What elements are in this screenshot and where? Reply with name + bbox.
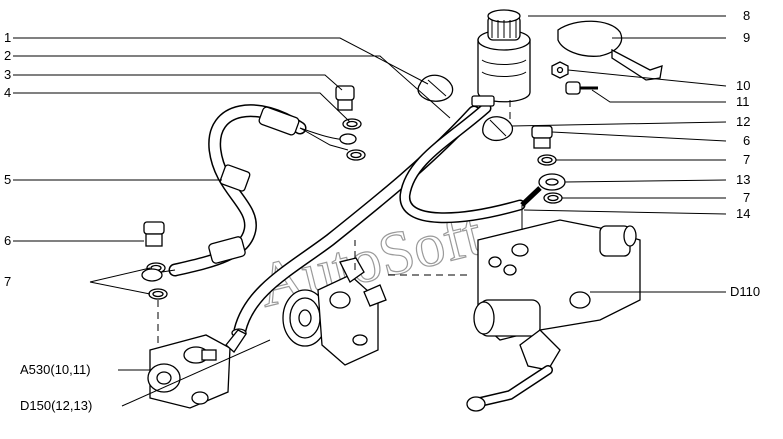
reservoir-bracket: [557, 20, 663, 81]
callout-10: 10: [736, 78, 750, 93]
hose-clamp-12: [482, 116, 514, 142]
callout-7-right-2: 7: [743, 190, 750, 205]
power-steering-pump-d150: [282, 240, 387, 366]
oil-reservoir: [471, 9, 531, 107]
leader-lines: [13, 15, 727, 407]
callout-6-left: 6: [4, 233, 11, 248]
banjo-bolt-upper: [299, 85, 366, 161]
power-steering-pump-a530: [147, 300, 247, 409]
callout-2: 2: [4, 48, 11, 63]
steering-gear-d110: [466, 205, 641, 412]
banjo-union-right: [520, 125, 566, 207]
callout-6-right: 6: [743, 133, 750, 148]
callout-d110: D110: [730, 284, 760, 299]
callout-9: 9: [743, 30, 750, 45]
hose-clamp-1: [417, 74, 454, 102]
pressure-hose: [161, 104, 349, 277]
callout-4: 4: [4, 85, 11, 100]
callout-8: 8: [743, 8, 750, 23]
callout-5: 5: [4, 172, 11, 187]
supply-hose: [399, 102, 526, 224]
callout-13: 13: [736, 172, 750, 187]
banjo-bolt-lower: [141, 221, 168, 300]
callout-12: 12: [736, 114, 750, 129]
callout-11: 11: [736, 94, 750, 109]
callout-3: 3: [4, 67, 11, 82]
callout-1: 1: [4, 30, 11, 45]
callout-7-left: 7: [4, 274, 11, 289]
callout-d150: D150(12,13): [20, 398, 92, 413]
nut-and-bolt: [551, 61, 598, 95]
callout-7-right-1: 7: [743, 152, 750, 167]
callout-14: 14: [736, 206, 750, 221]
callout-a530: A530(10,11): [20, 362, 91, 377]
